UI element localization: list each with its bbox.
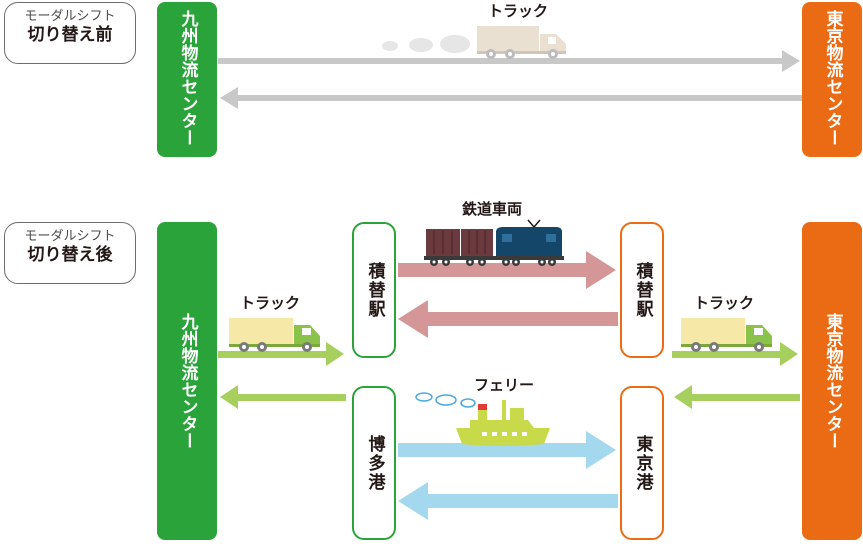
before-arrow-left bbox=[220, 87, 802, 109]
after-tokyo-center-label: 東京物流センター bbox=[822, 313, 843, 449]
after-tag-title: 切り替え後 bbox=[27, 245, 113, 265]
truck-left-icon bbox=[229, 318, 320, 352]
before-truck-icon bbox=[477, 26, 566, 59]
truck-left-label: トラック bbox=[240, 294, 301, 312]
after-tag-subtitle: モーダルシフト bbox=[24, 229, 116, 244]
before-section-tag: モーダルシフト 切り替え前 bbox=[4, 2, 136, 64]
truck-arrow-left-outbound bbox=[218, 342, 344, 366]
ferry-label: フェリー bbox=[474, 376, 535, 394]
truck-right-icon bbox=[681, 318, 772, 352]
port-hakata-label: 博多港 bbox=[364, 434, 385, 492]
rail-arrow-inbound bbox=[398, 300, 618, 338]
before-truck-label: トラック bbox=[488, 2, 549, 20]
transfer-station-right: 積替駅 bbox=[620, 222, 664, 358]
ferry-arrow-inbound bbox=[398, 482, 618, 520]
before-kyushu-center: 九州物流センター bbox=[157, 2, 217, 157]
before-tag-title: 切り替え前 bbox=[27, 25, 113, 45]
after-tokyo-center: 東京物流センター bbox=[802, 222, 862, 540]
transfer-station-left: 積替駅 bbox=[352, 222, 396, 358]
rail-arrow-outbound bbox=[398, 251, 616, 289]
after-kyushu-center: 九州物流センター bbox=[157, 222, 217, 540]
truck-right-label: トラック bbox=[694, 294, 755, 312]
truck-arrow-right-outbound bbox=[672, 342, 798, 366]
after-section-tag: モーダルシフト 切り替え後 bbox=[4, 222, 136, 284]
before-tokyo-center-label: 東京物流センター bbox=[822, 9, 843, 146]
ferry-arrow-outbound bbox=[398, 431, 616, 469]
port-hakata: 博多港 bbox=[352, 386, 396, 540]
before-kyushu-center-label: 九州物流センター bbox=[177, 9, 198, 146]
transfer-station-right-label: 積替駅 bbox=[632, 261, 653, 319]
ferry-smoke-icon bbox=[415, 392, 476, 408]
train-icon bbox=[424, 219, 564, 266]
transfer-station-left-label: 積替駅 bbox=[364, 261, 385, 319]
truck-arrow-left-inbound bbox=[220, 385, 346, 409]
before-arrow-right bbox=[218, 50, 800, 72]
before-tokyo-center: 東京物流センター bbox=[802, 2, 862, 157]
after-kyushu-center-label: 九州物流センター bbox=[177, 313, 198, 449]
exhaust-smoke-icon bbox=[382, 35, 470, 53]
rail-label: 鉄道車両 bbox=[462, 200, 523, 218]
truck-arrow-right-inbound bbox=[674, 385, 800, 409]
before-tag-subtitle: モーダルシフト bbox=[24, 9, 116, 24]
port-tokyo: 東京港 bbox=[620, 386, 664, 540]
port-tokyo-label: 東京港 bbox=[632, 434, 653, 492]
ferry-icon bbox=[456, 400, 550, 446]
